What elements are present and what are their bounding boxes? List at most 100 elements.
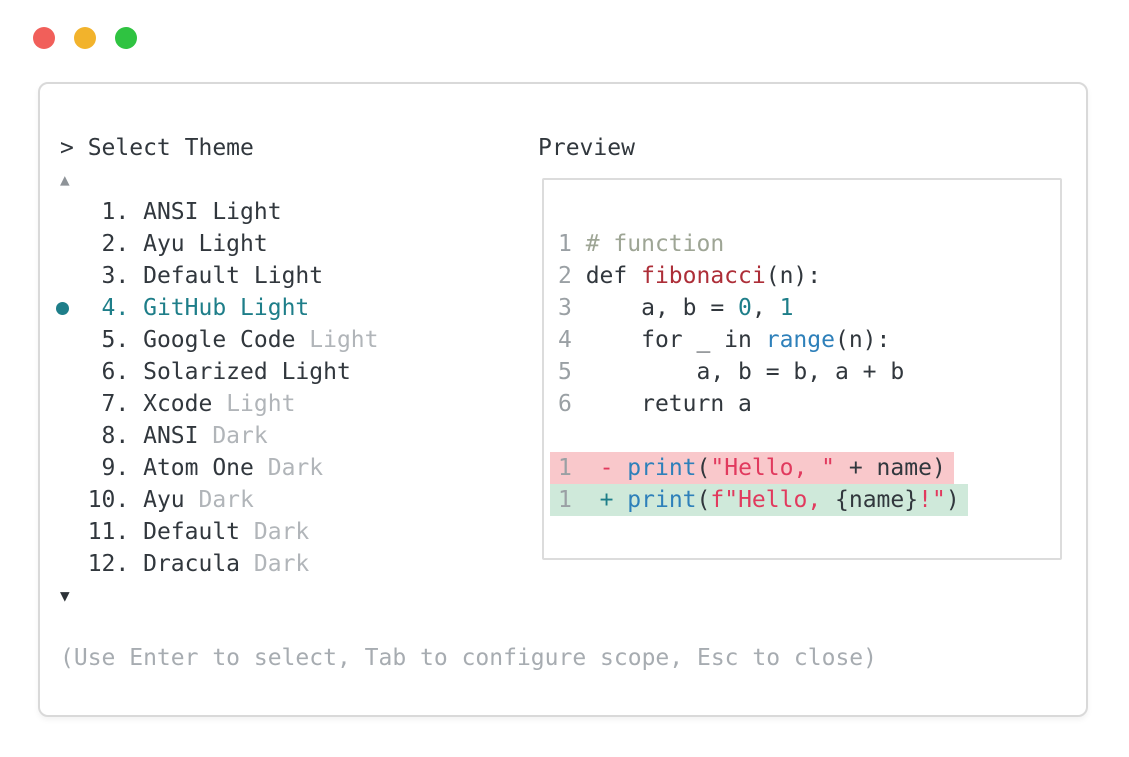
code-token: f"Hello, — [710, 487, 836, 513]
code-token: (n): — [834, 327, 891, 353]
code-token: for _ in — [585, 327, 766, 353]
minimize-button[interactable] — [74, 27, 96, 49]
code-token: {name} — [835, 487, 919, 513]
theme-item-solarized-light[interactable]: 6. Solarized Light — [60, 356, 379, 388]
theme-item-number: 4. — [101, 295, 130, 321]
select-theme-prompt: > Select Theme — [60, 135, 254, 161]
window-controls — [33, 27, 137, 49]
theme-item-default-light[interactable]: 3. Default Light — [60, 260, 379, 292]
maximize-button[interactable] — [115, 27, 137, 49]
theme-item-label: ANSI Light — [143, 199, 282, 225]
code-token: a, b = b, a + b — [585, 359, 905, 385]
theme-item-number: 5. — [101, 327, 130, 353]
code-line-content: 4 for _ in range(n): — [550, 324, 898, 356]
code-line-content: 5 a, b = b, a + b — [550, 356, 912, 388]
theme-item-atom-one-dark[interactable]: 9. Atom One Dark — [60, 452, 379, 484]
code-line-content: 6 return a — [550, 388, 760, 420]
keyboard-hints: (Use Enter to select, Tab to configure s… — [60, 645, 877, 671]
theme-item-number: 7. — [101, 391, 130, 417]
theme-item-variant: Dark — [240, 551, 310, 577]
code-token: range — [765, 327, 835, 353]
code-line: 5 a, b = b, a + b — [558, 356, 968, 388]
theme-item-ansi-light[interactable]: 1. ANSI Light — [60, 196, 379, 228]
line-number: 6 — [558, 391, 572, 417]
theme-item-label: Default Light — [143, 263, 324, 289]
theme-item-label: Solarized Light — [143, 359, 351, 385]
theme-item-number: 6. — [101, 359, 130, 385]
code-token: def — [585, 263, 642, 289]
code-token: fibonacci — [641, 263, 766, 289]
code-token — [613, 455, 627, 481]
code-token: "Hello, " — [710, 455, 836, 481]
code-token: - — [599, 455, 614, 481]
code-line: 6 return a — [558, 388, 968, 420]
diff-line-ins: 1 + print(f"Hello, {name}!") — [550, 484, 968, 516]
theme-item-github-light[interactable]: 4. GitHub Light — [56, 292, 379, 324]
code-token: ( — [696, 455, 711, 481]
diff-line-del: 1 - print("Hello, " + name) — [550, 452, 954, 484]
code-line: 1 # function — [558, 228, 968, 260]
theme-item-label: Ayu Light — [143, 231, 268, 257]
theme-item-number: 11. — [87, 519, 130, 545]
code-line: 1 + print(f"Hello, {name}!") — [550, 484, 968, 516]
theme-item-google-code-light[interactable]: 5. Google Code Light — [60, 324, 379, 356]
theme-item-number: 3. — [101, 263, 130, 289]
theme-item-number: 10. — [87, 487, 130, 513]
scroll-down-icon[interactable]: ▼ — [60, 586, 70, 605]
code-token: ( — [696, 487, 711, 513]
code-line-content: 2 def fibonacci(n): — [550, 260, 829, 292]
code-token — [586, 487, 600, 513]
code-token — [613, 487, 627, 513]
code-line: 1 - print("Hello, " + name) — [550, 452, 968, 484]
theme-item-variant: Dark — [253, 455, 324, 481]
theme-item-ansi-dark[interactable]: 8. ANSI Dark — [60, 420, 379, 452]
line-number: 1 — [558, 487, 572, 513]
theme-item-xcode-light[interactable]: 7. Xcode Light — [60, 388, 379, 420]
theme-item-variant: Dark — [240, 519, 310, 545]
theme-item-number: 2. — [101, 231, 130, 257]
close-button[interactable] — [33, 27, 55, 49]
code-line: 3 a, b = 0, 1 — [558, 292, 968, 324]
theme-item-variant: Light — [212, 391, 296, 417]
code-line — [558, 420, 968, 452]
theme-item-number: 12. — [87, 551, 130, 577]
line-number: 3 — [558, 295, 572, 321]
theme-item-label: ANSI — [143, 423, 199, 449]
line-number: 2 — [558, 263, 572, 289]
code-token: print — [627, 487, 697, 513]
code-token: ) — [945, 487, 960, 513]
line-number: 1 — [558, 231, 572, 257]
code-token: + name) — [835, 455, 946, 481]
theme-item-number: 8. — [101, 423, 130, 449]
code-token: !" — [918, 487, 946, 513]
code-token: return a — [585, 391, 752, 417]
theme-item-number: 1. — [101, 199, 130, 225]
theme-item-ayu-dark[interactable]: 10. Ayu Dark — [60, 484, 379, 516]
code-token: (n): — [765, 263, 822, 289]
scroll-up-icon[interactable]: ▲ — [60, 170, 70, 189]
theme-item-variant: Dark — [198, 423, 268, 449]
theme-item-label: Atom One — [143, 455, 254, 481]
theme-item-default-dark[interactable]: 11. Default Dark — [60, 516, 379, 548]
theme-item-ayu-light[interactable]: 2. Ayu Light — [60, 228, 379, 260]
code-token: 1 — [779, 295, 794, 321]
code-token: , — [751, 295, 780, 321]
theme-item-label: Ayu — [143, 487, 185, 513]
line-number: 5 — [558, 359, 572, 385]
code-token — [586, 455, 600, 481]
code-token: + — [599, 487, 614, 513]
line-number: 4 — [558, 327, 572, 353]
code-token: print — [627, 455, 697, 481]
theme-item-label: Dracula — [143, 551, 241, 577]
code-line-content: 3 a, b = 0, 1 — [550, 292, 801, 324]
selected-bullet-icon — [56, 302, 69, 315]
code-token: a, b = — [585, 295, 739, 321]
theme-item-label: GitHub Light — [143, 295, 310, 321]
theme-item-variant: Light — [295, 327, 379, 353]
theme-item-label: Xcode — [143, 391, 213, 417]
code-token: 0 — [738, 295, 752, 321]
theme-item-dracula-dark[interactable]: 12. Dracula Dark — [60, 548, 379, 580]
theme-item-number: 9. — [101, 455, 130, 481]
